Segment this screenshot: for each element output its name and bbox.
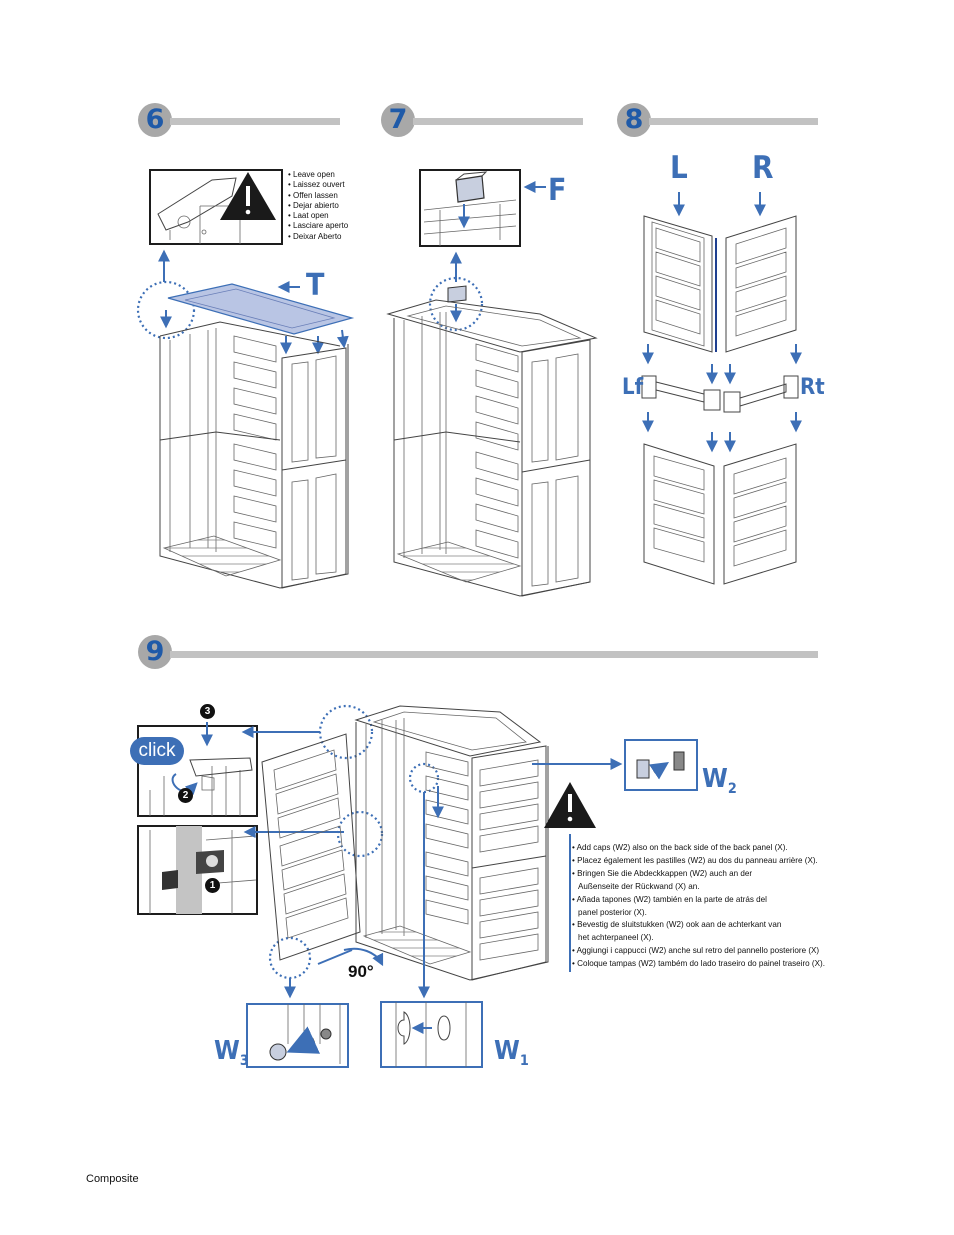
caps-note-line: Add caps (W2) also on the back side of t… xyxy=(572,842,825,855)
caps-note-line: het achterpaneel (X). xyxy=(578,933,654,943)
step-8-badge: 8 xyxy=(617,103,651,137)
caps-note-line: Placez également les pastilles (W2) au d… xyxy=(572,855,825,868)
warning-language-item: Laissez ouvert xyxy=(288,180,348,190)
step-6-badge: 6 xyxy=(138,103,172,137)
part-label-w3: W3 xyxy=(214,1036,249,1070)
label-right-panel: R xyxy=(752,150,774,186)
caps-note-line: Bringen Sie die Abdeckkappen (W2) auch a… xyxy=(572,868,825,881)
callout-number-1: 1 xyxy=(205,878,220,893)
warning-language-item: Dejar abierto xyxy=(288,201,348,211)
caps-note-line: Außenseite der Rückwand (X) an. xyxy=(578,881,700,891)
step-7-illustration xyxy=(386,169,598,597)
step-6-warning-text: Leave openLaissez ouvertOffen lassenDeja… xyxy=(288,170,348,242)
warning-language-item: Offen lassen xyxy=(288,191,348,201)
part-label-w2: W2 xyxy=(702,764,737,798)
back-panel-x xyxy=(261,733,361,961)
part-label-f: F xyxy=(548,173,567,208)
warning-language-item: Leave open xyxy=(288,170,348,180)
caps-note-line: Añada tapones (W2) también en la parte d… xyxy=(572,894,825,907)
caps-note-line: Coloque tampas (W2) também do lado trase… xyxy=(572,958,825,971)
connector-lf xyxy=(641,375,721,411)
step-9-bar xyxy=(170,651,818,658)
step-8-illustration xyxy=(641,192,802,585)
part-w2-box xyxy=(624,739,698,791)
step-7-bar xyxy=(413,118,583,125)
warning-language-item: Laat open xyxy=(288,211,348,221)
caps-note-line: panel posterior (X). xyxy=(578,907,647,917)
step-8-bar xyxy=(649,118,818,125)
step-9-illustration xyxy=(137,704,698,1068)
caps-note-line: Bevestig de sluitstukken (W2) ook aan de… xyxy=(572,919,825,932)
connector-rt xyxy=(723,375,799,413)
right-panel-bottom xyxy=(723,443,797,585)
callout-number-2: 2 xyxy=(178,788,193,803)
step-7-badge: 7 xyxy=(381,103,415,137)
warning-language-item: Lasciare aperto xyxy=(288,221,348,231)
rotation-angle-label: 90° xyxy=(348,962,374,981)
step-6-illustration xyxy=(136,169,355,589)
click-callout: click xyxy=(130,737,184,765)
label-right-front: Rt xyxy=(800,375,825,400)
left-panel-top xyxy=(643,215,717,353)
roof-panel-t xyxy=(167,283,355,335)
step-9-caps-notes: Add caps (W2) also on the back side of t… xyxy=(572,842,825,971)
step-6-bar xyxy=(170,118,340,125)
part-label-w1: W1 xyxy=(494,1036,529,1070)
footer-label: Composite xyxy=(86,1173,139,1185)
callout-number-3: 3 xyxy=(200,704,215,719)
part-w3-box xyxy=(246,1003,349,1068)
part-w1-box xyxy=(380,1001,483,1068)
part-label-t: T xyxy=(306,268,325,303)
step-9-badge: 9 xyxy=(138,635,172,669)
left-panel-bottom xyxy=(643,443,715,585)
warning-language-item: Deixar Aberto xyxy=(288,232,348,242)
right-panel-top xyxy=(725,215,797,353)
caps-note-line: Aggiungi i cappucci (W2) anche sul retro… xyxy=(572,945,825,958)
label-left-panel: L xyxy=(670,150,688,186)
label-left-front: Lf xyxy=(622,375,644,400)
